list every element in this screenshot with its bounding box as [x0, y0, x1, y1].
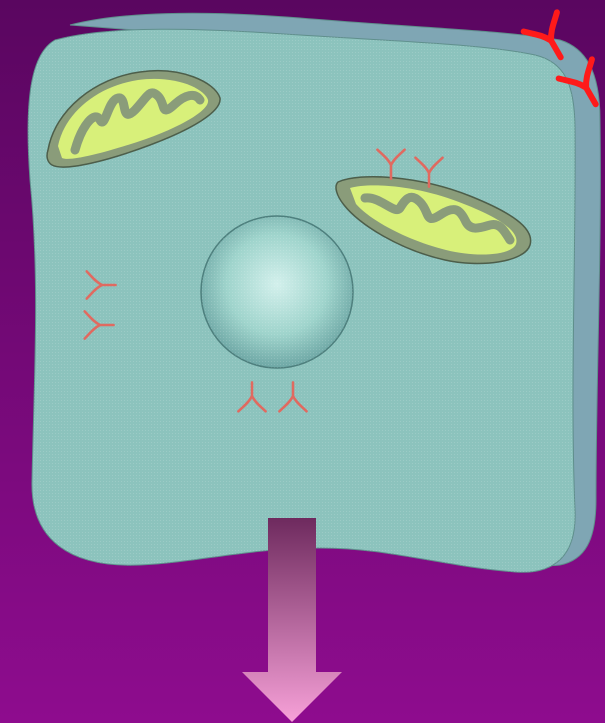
nucleus — [201, 216, 353, 368]
